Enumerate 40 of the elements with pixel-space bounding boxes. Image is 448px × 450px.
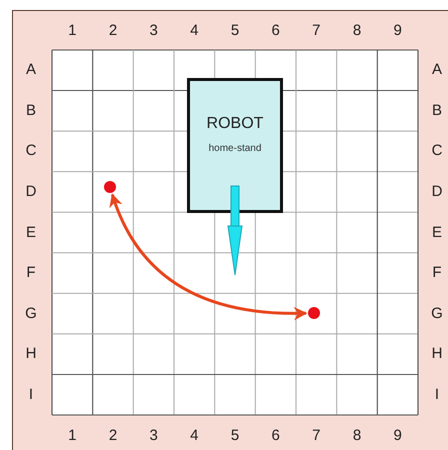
grid-coordinate: A (24, 61, 37, 80)
robot-subtitle: home-stand (208, 143, 262, 154)
grid-coordinate: D (24, 182, 38, 201)
grid-coordinate: 8 (352, 22, 362, 40)
grid-coordinate: G (430, 304, 444, 323)
grid-coordinate: F (431, 264, 443, 282)
grid-coordinate: F (25, 264, 37, 282)
curved-arrow (110, 193, 308, 320)
grid-coordinate: H (430, 345, 444, 364)
grid-coordinate: G (24, 304, 38, 323)
grid-coordinate: 4 (189, 22, 200, 40)
robot-title: ROBOT (206, 115, 264, 133)
grid-coordinate: A (430, 61, 443, 80)
grid-coordinate: 3 (148, 22, 159, 40)
grid-coordinate: 9 (392, 427, 403, 445)
grid-coordinate: B (24, 102, 37, 120)
robot-box (187, 78, 283, 213)
grid-coordinate: 8 (352, 427, 362, 445)
grid-coordinate: E (430, 224, 443, 242)
grid-coordinate: 2 (108, 427, 118, 445)
grid-coordinate: 7 (311, 22, 322, 40)
grid-coordinate: 3 (148, 427, 159, 445)
grid-coordinate: 5 (230, 22, 240, 40)
grid-coordinate: C (430, 142, 444, 160)
grid-coordinate: H (24, 345, 38, 364)
grid-coordinate: E (24, 224, 37, 242)
grid-coordinate: I (28, 386, 34, 404)
grid-coordinate: 6 (270, 427, 281, 445)
grid-coordinate: 5 (230, 427, 240, 445)
grid-coordinate: I (434, 386, 440, 404)
grid-coordinate: 6 (270, 22, 281, 40)
grid-coordinate: B (430, 102, 443, 120)
grid-coordinate: 7 (311, 427, 322, 445)
grid-coordinate: 9 (392, 22, 403, 40)
grid-coordinate: D (430, 182, 444, 201)
grid-coordinate: 4 (189, 427, 200, 445)
grid-coordinate: 1 (67, 22, 78, 40)
grid-coordinate: 2 (108, 22, 118, 40)
grid-coordinate: 1 (67, 427, 78, 445)
grid-coordinate: C (24, 142, 38, 160)
